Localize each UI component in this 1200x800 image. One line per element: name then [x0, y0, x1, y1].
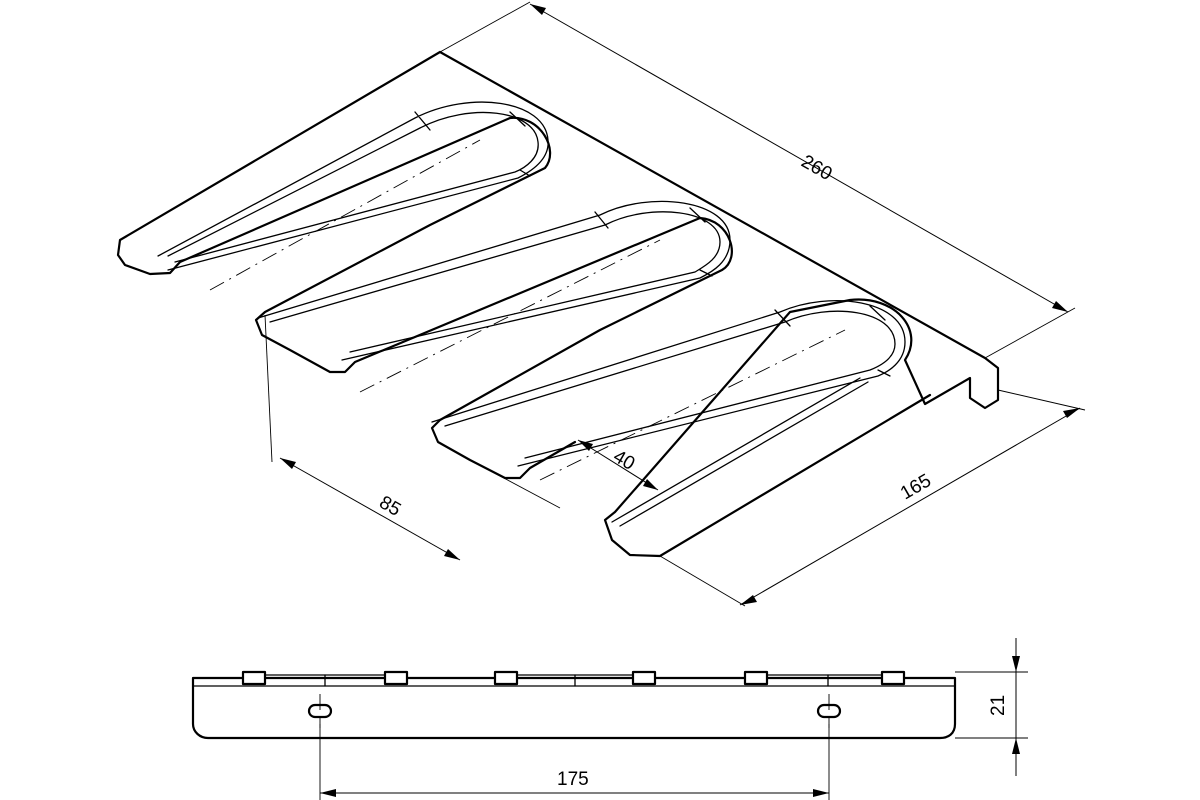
dim-175: 175	[319, 718, 830, 800]
slot-3-centerline	[539, 329, 846, 481]
dim-21: 21	[955, 638, 1028, 776]
dim-40-label: 40	[610, 446, 639, 475]
dim-85-label: 85	[376, 492, 405, 521]
prong-2-rim	[257, 200, 731, 361]
isometric-view: 260 85 40 165	[116, 1, 1086, 607]
front-body	[191, 676, 957, 740]
slot-1-centerline	[209, 139, 481, 291]
dim-165-label: 165	[897, 470, 935, 504]
slot-2-centerline	[359, 239, 661, 393]
front-tabs	[241, 670, 906, 687]
dim-260-label: 260	[798, 151, 836, 185]
prong-1-rim	[157, 101, 549, 271]
prong-3-rim	[431, 300, 906, 527]
front-view: 175 21	[191, 638, 1028, 800]
dim-21-label: 21	[988, 695, 1009, 716]
dim-40: 40	[577, 439, 659, 491]
dim-175-label: 175	[557, 769, 589, 790]
